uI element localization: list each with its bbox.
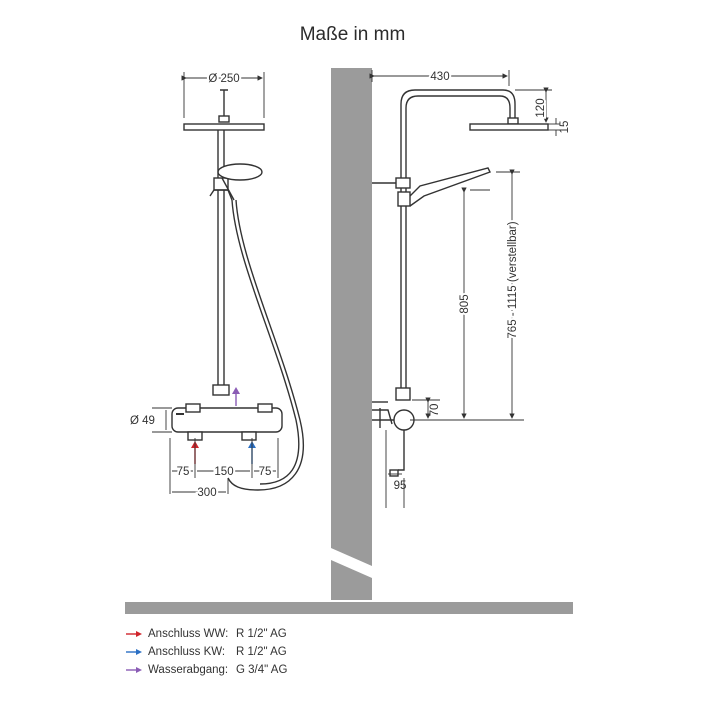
floor <box>125 602 573 614</box>
red-arrow-icon <box>126 631 142 637</box>
dim-h70: 70 <box>429 404 441 417</box>
dim-h805: 805 <box>459 294 471 313</box>
dim-w75-right: 75 <box>259 466 272 478</box>
dim-h15: 15 <box>559 121 571 134</box>
outlet-arrow <box>232 387 240 406</box>
dim-w150: 150 <box>214 466 233 478</box>
legend-value: G 3/4" AG <box>236 664 288 676</box>
legend: Anschluss WW: R 1/2" AG Anschluss KW: R … <box>126 625 287 679</box>
legend-row-kw: Anschluss KW: R 1/2" AG <box>126 643 287 661</box>
diagram-title: Maße in mm <box>299 24 406 45</box>
legend-label: Anschluss WW: <box>148 628 229 640</box>
legend-value: R 1/2" AG <box>236 646 287 658</box>
dim-w75-left: 75 <box>177 466 190 478</box>
dim-h120: 120 <box>535 98 547 117</box>
front-view-shower <box>171 89 305 491</box>
wall <box>331 68 372 600</box>
legend-row-outlet: Wasserabgang: G 3/4" AG <box>126 661 287 679</box>
legend-row-ww: Anschluss WW: R 1/2" AG <box>126 625 287 643</box>
legend-label: Wasserabgang: <box>148 664 229 676</box>
legend-value: R 1/2" AG <box>236 628 287 640</box>
side-dimensions <box>369 70 560 508</box>
dim-w300: 300 <box>197 487 216 499</box>
dim-h765-1115: 765 - 1115 (verstellbar) <box>507 221 519 338</box>
dim-w95: 95 <box>394 480 407 492</box>
dim-w430: 430 <box>430 71 449 83</box>
purple-arrow-icon <box>126 667 142 673</box>
legend-label: Anschluss KW: <box>148 646 226 658</box>
dim-d49: Ø 49 <box>130 415 155 427</box>
front-dimensions <box>152 72 279 494</box>
blue-arrow-icon <box>126 649 142 655</box>
dim-d250: Ø 250 <box>208 73 239 85</box>
side-view-shower <box>372 89 549 477</box>
